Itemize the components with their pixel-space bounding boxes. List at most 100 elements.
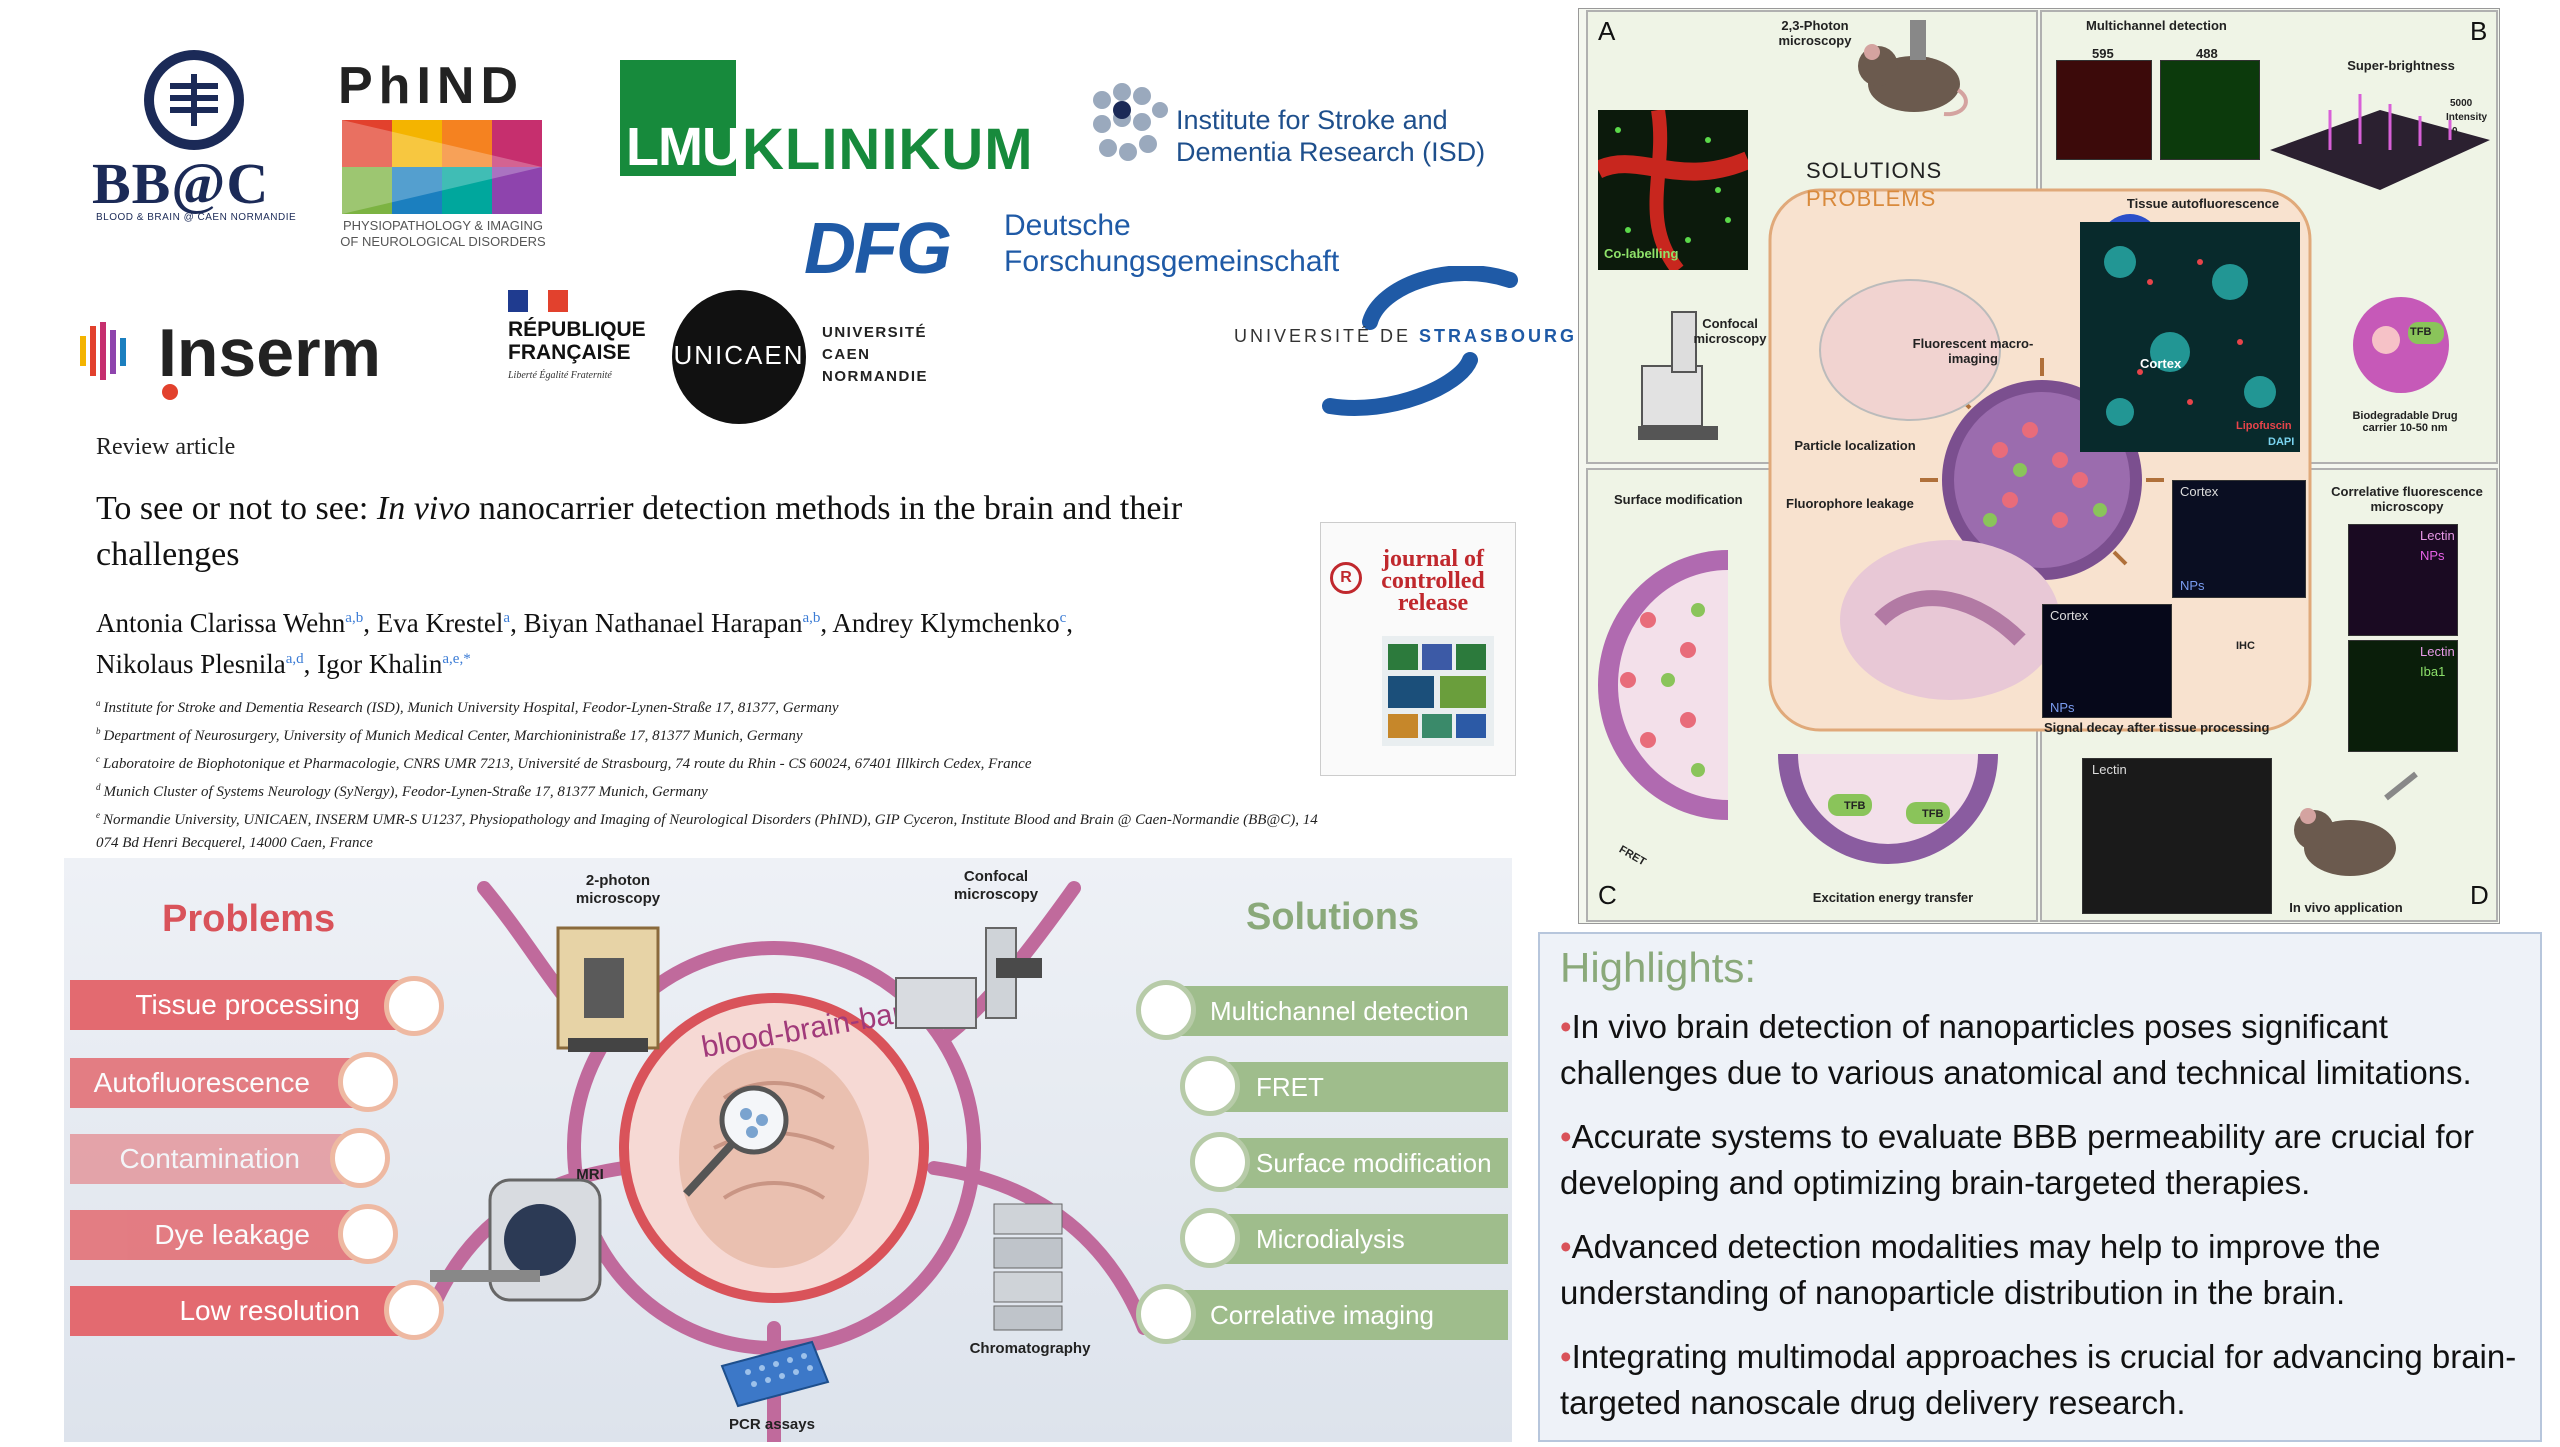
article-type: Review article bbox=[96, 434, 236, 460]
dfg-mark: DFG bbox=[804, 209, 952, 289]
highlights-title: Highlights: bbox=[1560, 944, 1757, 991]
bbc-subtitle: BLOOD & BRAIN @ CAEN NORMANDIE bbox=[96, 212, 297, 223]
mri-label: MRI bbox=[576, 1166, 604, 1183]
autofluor-label: Tissue autofluorescence bbox=[2126, 196, 2280, 211]
drug-carrier-icon bbox=[2353, 297, 2449, 393]
inserm-dot bbox=[162, 384, 178, 400]
solution-item: FRET bbox=[1210, 1062, 1508, 1112]
center-solutions-title: SOLUTIONS bbox=[1806, 158, 1943, 183]
chromatography-label: Chromatography bbox=[969, 1340, 1091, 1357]
lectin2-label: Lectin bbox=[2420, 644, 2455, 659]
problems-title: Problems bbox=[162, 898, 336, 940]
highlight-item: •In vivo brain detection of nanoparticle… bbox=[1560, 1008, 2472, 1091]
mri-scanner-icon bbox=[430, 1178, 602, 1302]
superbright-label: Super-brightness bbox=[2347, 58, 2455, 73]
two-photon-microscope-icon bbox=[556, 926, 660, 1052]
problem-item: Low resolution bbox=[70, 1286, 420, 1336]
ihc-label: IHC bbox=[2236, 640, 2255, 652]
cortex-label-b: Cortex bbox=[2140, 356, 2182, 371]
problem-node bbox=[338, 1052, 398, 1112]
inserm-text: Inserm bbox=[158, 315, 381, 391]
autofluor-image bbox=[2080, 222, 2300, 452]
cortex-label-c: Cortex bbox=[2180, 484, 2219, 499]
strasbourg-text: UNIVERSITÉ DE STRASBOURG bbox=[1234, 326, 1578, 346]
confocal-icon bbox=[1638, 311, 1718, 440]
problem-node bbox=[384, 1280, 444, 1340]
two-photon-label: 2-photon microscopy bbox=[575, 872, 661, 907]
superbright-surface-plot bbox=[2270, 94, 2490, 190]
problem-node bbox=[384, 976, 444, 1036]
energy-transfer-diagram bbox=[1778, 754, 1998, 864]
phind-mosaic-icon bbox=[342, 120, 542, 214]
lmu-mark: LMU bbox=[626, 117, 741, 177]
solutions-title: Solutions bbox=[1246, 896, 1420, 938]
panel-letter-b: B bbox=[2470, 16, 2488, 46]
iba1-image bbox=[2348, 640, 2458, 752]
bbc-brain-icon bbox=[144, 50, 244, 150]
confocal-fig-label: Confocal microscopy bbox=[1693, 316, 1767, 346]
panel-letter-d: D bbox=[2470, 880, 2489, 910]
phind-title: PhIND bbox=[338, 57, 524, 115]
problem-node bbox=[330, 1128, 390, 1188]
author[interactable]: Eva Krestela bbox=[376, 608, 511, 638]
problem-node bbox=[338, 1204, 398, 1264]
solution-item: Microdialysis bbox=[1210, 1214, 1508, 1264]
clem-label: Correlative fluorescence microscopy bbox=[2331, 484, 2483, 514]
surface-mod-label: Surface modification bbox=[1614, 492, 1743, 507]
chromatography-icon bbox=[993, 1203, 1063, 1331]
center-problems-title: PROBLEMS bbox=[1806, 186, 1937, 211]
intensity-max: 5000 bbox=[2450, 98, 2473, 109]
dapi-label: DAPI bbox=[2268, 436, 2295, 448]
highlight-item: •Advanced detection modalities may help … bbox=[1560, 1228, 2381, 1311]
particle-label: Particle localization bbox=[1794, 438, 1916, 453]
lectin-d-image bbox=[2082, 758, 2272, 914]
iba1-label: Iba1 bbox=[2420, 664, 2446, 679]
republique-text: RÉPUBLIQUE FRANÇAISE bbox=[508, 318, 646, 364]
unicaen-mark: UNICAEN bbox=[673, 340, 805, 370]
channel-488-image bbox=[2160, 60, 2260, 160]
invivo-mouse-icon bbox=[2294, 771, 2418, 876]
cortex-label-d: Cortex bbox=[2050, 608, 2089, 623]
author-list: Antonia Clarissa Wehna,b, Eva Krestela, … bbox=[96, 608, 1074, 679]
ch595-label: 595 bbox=[2092, 46, 2114, 61]
strasbourg-swoosh-icon bbox=[1322, 266, 1518, 416]
republique-motto: Liberté Égalité Fraternité bbox=[508, 370, 612, 381]
highlights-box bbox=[1538, 932, 2542, 1442]
author[interactable]: Andrey Klymchenkoc bbox=[832, 608, 1067, 638]
author[interactable]: Biyan Nathanael Harapana,b bbox=[523, 608, 821, 638]
cortex-image-d bbox=[2042, 604, 2172, 718]
cortex-image-c bbox=[2172, 480, 2306, 598]
fluor-macro-label: Fluorescent macro-imaging bbox=[1912, 336, 2034, 366]
lectin-label: Lectin bbox=[2420, 528, 2455, 543]
isd-cluster-icon bbox=[1093, 83, 1168, 161]
invivo-label: In vivo application bbox=[2289, 900, 2403, 915]
tfb-label-c2: TFB bbox=[1922, 808, 1944, 820]
isd-text: Institute for Stroke and Dementia Resear… bbox=[1176, 105, 1486, 167]
solution-node bbox=[1190, 1132, 1250, 1192]
highlight-item: •Integrating multimodal approaches is cr… bbox=[1560, 1338, 2517, 1421]
klinikum-text: KLINIKUM bbox=[742, 117, 1034, 182]
author[interactable]: Igor Khalina,e,* bbox=[317, 649, 471, 679]
bullet-icon: • bbox=[1560, 1008, 1572, 1045]
unicaen-text: UNIVERSITÉ CAEN NORMANDIE bbox=[822, 324, 928, 385]
nps-label-d: NPs bbox=[2050, 700, 2075, 715]
solution-item: Surface modification bbox=[1222, 1138, 1508, 1188]
multichannel-label: Multichannel detection bbox=[2086, 18, 2227, 33]
nps-clem-label: NPs bbox=[2420, 548, 2445, 563]
article-title: To see or not to see: In vivo nanocarrie… bbox=[96, 490, 1183, 573]
tfb-label-b: TFB bbox=[2410, 326, 2432, 338]
colabelling-label: Co-labelling bbox=[1604, 246, 1679, 261]
solution-node bbox=[1180, 1056, 1240, 1116]
confocal-microscope-icon bbox=[895, 927, 1042, 1029]
bullet-icon: • bbox=[1560, 1228, 1572, 1265]
problem-item: Contamination bbox=[70, 1134, 360, 1184]
unicaen-circle bbox=[672, 290, 806, 424]
nps-label-c: NPs bbox=[2180, 578, 2205, 593]
author[interactable]: Nikolaus Plesnilaa,d bbox=[96, 649, 304, 679]
signal-decay-label: Signal decay after tissue processing bbox=[2044, 720, 2270, 735]
problem-item: Tissue processing bbox=[70, 980, 420, 1030]
author[interactable]: Antonia Clarissa Wehna,b bbox=[96, 608, 364, 638]
